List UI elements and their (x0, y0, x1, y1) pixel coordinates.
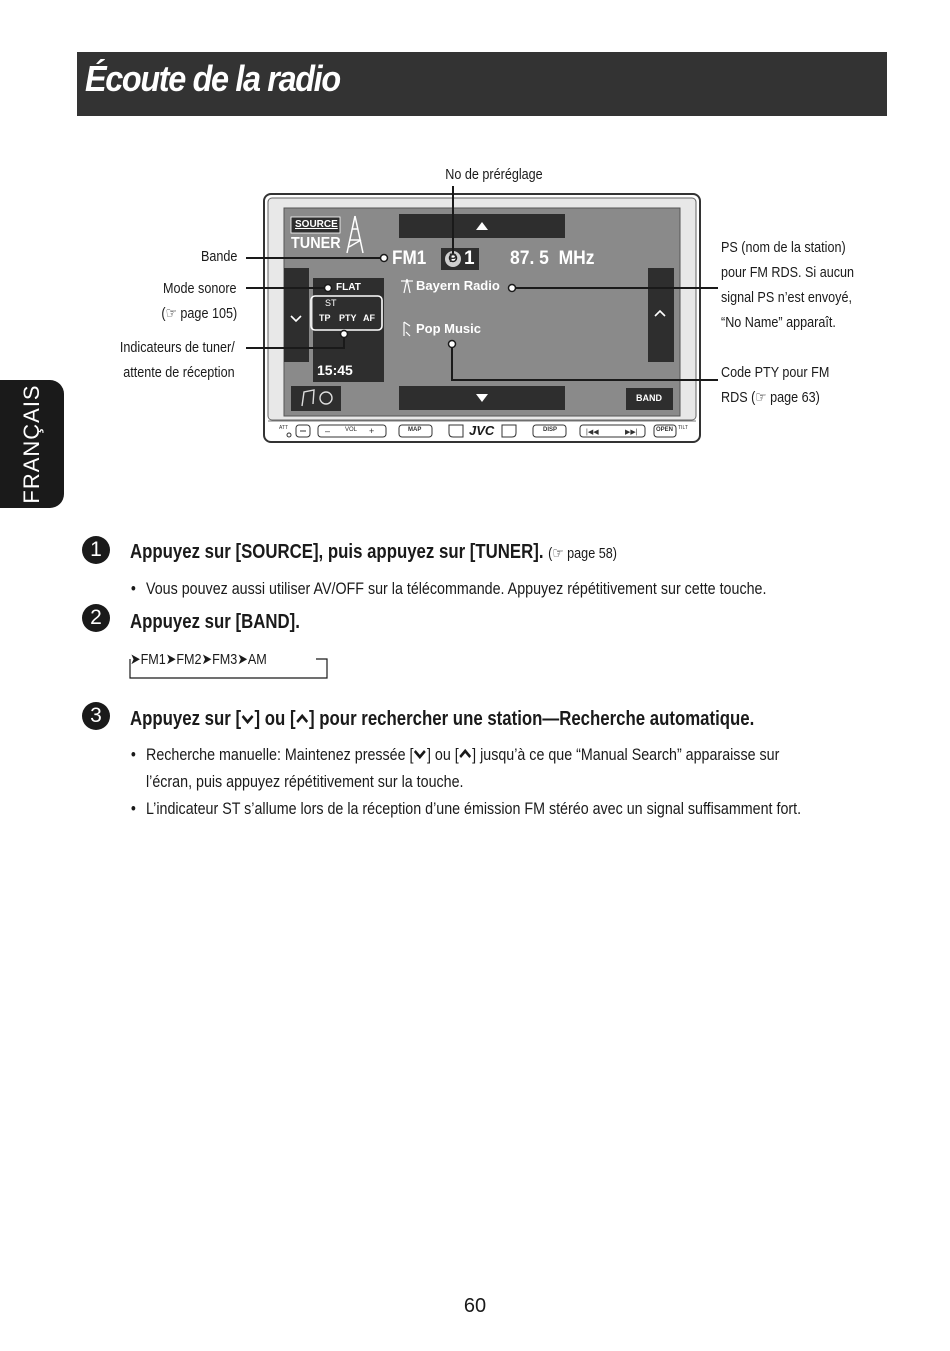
arrow-icon: ➤ (237, 651, 248, 668)
band-label: Bande (200, 248, 237, 265)
step-1-bullet: •Vous pouvez aussi utiliser AV/OFF sur l… (130, 579, 767, 598)
step-3-bullet-1: •Recherche manuelle: Maintenez pressée [… (130, 745, 780, 764)
band-sequence: ➤FM1➤FM2➤FM3➤AM (130, 650, 267, 668)
station-icon (401, 278, 413, 294)
att-label: ATT (279, 425, 289, 431)
car-stereo-diagram: – + |◀◀ ▶▶| (246, 186, 718, 443)
down-arrow-icon (476, 394, 488, 402)
chevron-down-icon (290, 315, 302, 323)
band-fm1: FM1 (140, 651, 166, 668)
svg-text:+: + (369, 426, 374, 436)
band-fm2: FM2 (176, 651, 202, 668)
preset-badge: P (449, 251, 458, 265)
brand-logo: JVC (469, 423, 495, 438)
antenna-icon (346, 215, 364, 254)
page-title-bar: Écoute de la radio (77, 52, 887, 116)
volume-button (317, 424, 387, 438)
step-3-bullet-2: •L’indicateur ST s’allume lors de la réc… (130, 799, 802, 818)
open-button (653, 424, 677, 438)
tuner-indicators-label-2: attente de réception (123, 364, 235, 381)
preset-number: 1 (464, 248, 475, 269)
up-arrow-icon (476, 222, 488, 230)
band-am: AM (247, 651, 267, 668)
step-2-title: Appuyez sur [BAND]. (130, 611, 300, 633)
svg-text:|◀◀: |◀◀ (586, 429, 599, 436)
ps-label-4: “No Name” apparaît. (721, 314, 836, 331)
source-button-label: SOURCE (295, 219, 338, 230)
tp-indicator: TP (319, 313, 331, 323)
af-indicator: AF (363, 313, 375, 323)
ps-label-3: signal PS n’est envoyé, (721, 289, 852, 306)
band-button-label: BAND (636, 393, 662, 403)
vol-label: VOL (345, 427, 358, 433)
step-1-number: 1 (82, 536, 110, 564)
step-3-title: Appuyez sur [] ou [] pour rechercher une… (130, 708, 755, 730)
disp-label: DISP (543, 427, 558, 433)
arrow-icon: ➤ (165, 651, 177, 668)
chevron-down-icon (414, 749, 427, 760)
panel-left-button (448, 424, 464, 438)
open-label: OPEN (656, 427, 674, 433)
power-button (295, 424, 311, 438)
arrow-icon: ➤ (130, 651, 141, 668)
band-sequence-loop (129, 658, 328, 679)
svg-text:▶▶|: ▶▶| (625, 429, 638, 436)
clock-display: 15:45 (317, 362, 353, 378)
station-name: Bayern Radio (416, 278, 500, 293)
map-label: MAP (408, 427, 422, 433)
preset-number-label: No de préréglage (445, 166, 543, 183)
frequency-display: 87. 5 MHz (510, 248, 595, 269)
chevron-up-icon (296, 713, 309, 724)
sound-mode-ref: (☞ page 105) (161, 305, 237, 322)
pty-icon (403, 321, 411, 337)
pty-label: Code PTY pour FM (721, 364, 830, 381)
step-1-title: Appuyez sur [SOURCE], puis appuyez sur [… (130, 541, 617, 563)
source-button (290, 216, 341, 234)
step-3-bullet-1-line-2: l’écran, puis appuyez répétitivement sur… (146, 772, 464, 791)
tuner-indicators-label: Indicateurs de tuner/ (120, 339, 235, 356)
tuner-indicators-box (310, 295, 383, 331)
page-number: 60 (463, 1295, 487, 1317)
chevron-up-icon (654, 309, 666, 317)
disc-icon (319, 391, 333, 405)
seek-up-button (648, 268, 674, 362)
sound-mode-label: Mode sonore (163, 280, 237, 297)
chevron-up-icon (459, 748, 472, 759)
pty-indicator: PTY (339, 313, 357, 323)
ps-label-2: pour FM RDS. Si aucun (721, 264, 855, 281)
band-fm3: FM3 (212, 651, 238, 668)
page-title: Écoute de la radio (85, 58, 341, 99)
disp-button (532, 424, 567, 438)
step-3-number: 3 (82, 702, 110, 730)
tuner-label: TUNER (291, 235, 341, 252)
pty-label-2: RDS (☞ page 63) (721, 389, 820, 406)
seek-down-button (284, 268, 309, 362)
chevron-down-icon (241, 714, 254, 725)
svg-text:–: – (325, 426, 330, 436)
step-2-number: 2 (82, 604, 110, 632)
track-skip-button (579, 424, 646, 438)
band-button (626, 388, 673, 410)
map-button (398, 424, 433, 438)
stereo-indicator: ST (325, 298, 337, 308)
language-tab: FRANÇAIS (0, 380, 64, 508)
arrow-icon: ➤ (201, 651, 213, 668)
panel-right-button (501, 424, 517, 438)
tilt-label: TILT (678, 425, 688, 431)
pty-code: Pop Music (416, 321, 482, 336)
band-indicator: FM1 (392, 248, 427, 269)
ps-label: PS (nom de la station) (721, 239, 846, 256)
sound-mode-indicator: FLAT (336, 282, 361, 293)
